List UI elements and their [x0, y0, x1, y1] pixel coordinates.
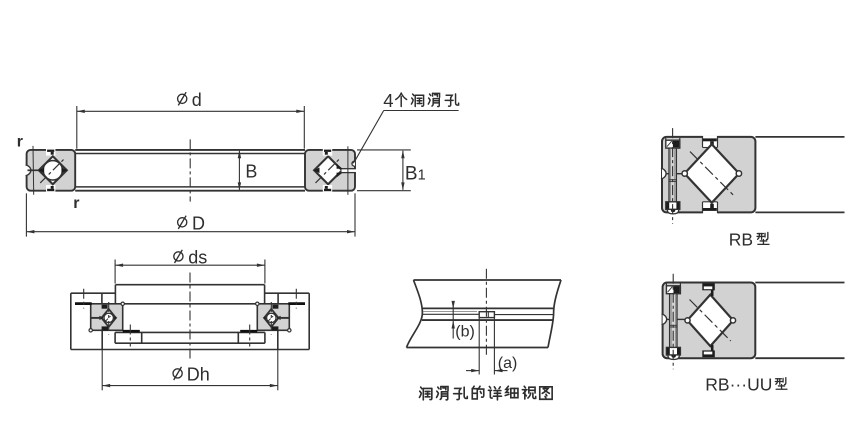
svg-text:(a): (a)	[498, 355, 518, 372]
svg-text:RB···UU: RB···UU	[705, 375, 772, 395]
svg-text:1: 1	[418, 167, 426, 183]
svg-text:B: B	[245, 161, 257, 181]
svg-text:4: 4	[383, 90, 393, 111]
svg-text:D: D	[192, 213, 205, 233]
svg-text:r: r	[17, 134, 23, 151]
svg-text:(b): (b)	[455, 324, 475, 341]
svg-text:RB: RB	[729, 229, 753, 249]
svg-text:r: r	[73, 195, 79, 212]
svg-text:d: d	[192, 90, 202, 110]
svg-text:ds: ds	[188, 247, 207, 267]
svg-text:B: B	[405, 163, 418, 184]
svg-text:Dh: Dh	[187, 364, 210, 384]
